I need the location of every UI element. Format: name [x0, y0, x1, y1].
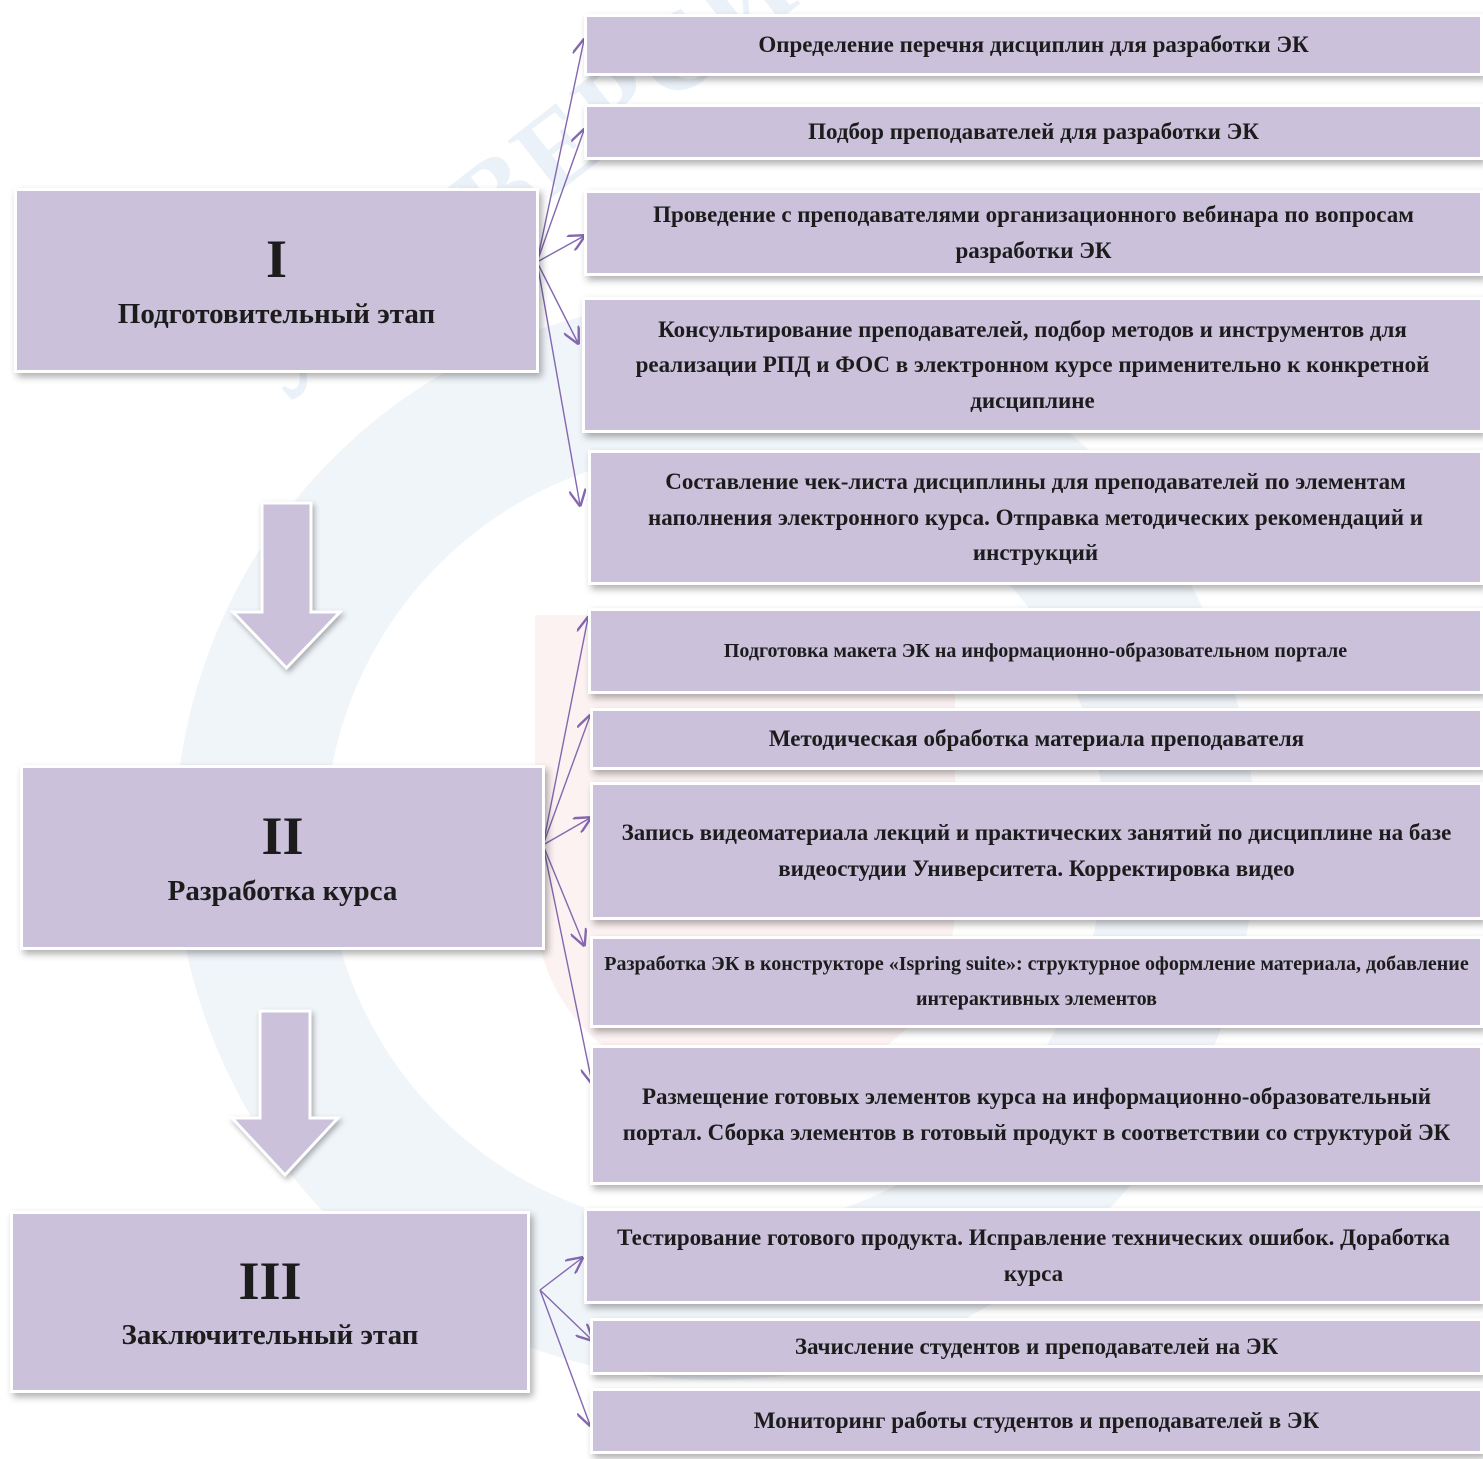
connector-3-1: [539, 1258, 582, 1291]
connector-3-3: [539, 1289, 590, 1425]
connector-2-5: [542, 844, 592, 1083]
stage-1-item-2: Подбор преподавателей для разработки ЭК: [584, 104, 1483, 160]
stage-2-label: Разработка курса: [167, 874, 398, 907]
stage-3-box: III Заключительный этап: [10, 1211, 530, 1393]
stage-2-item-3: Запись видеоматериала лекций и практичес…: [590, 782, 1483, 920]
stage-1-box: I Подготовительный этап: [14, 188, 539, 373]
stage-3-item-1: Тестирование готового продукта. Исправле…: [584, 1208, 1483, 1304]
stage-2-item-2: Методическая обработка материала препода…: [590, 708, 1483, 770]
connector-1-1: [536, 40, 584, 263]
stage-2-item-5: Размещение готовых элементов курса на ин…: [590, 1045, 1483, 1185]
down-arrow-1: [229, 501, 344, 671]
stage-3-number: III: [238, 1250, 302, 1311]
stage-3-item-3: Мониторинг работы студентов и преподават…: [590, 1388, 1483, 1454]
connector-1-3: [536, 236, 584, 263]
stage-1-number: I: [265, 229, 287, 290]
connector-1-2: [536, 130, 584, 263]
stage-1-item-3: Проведение с преподавателями организацио…: [584, 190, 1483, 276]
down-arrow-2: [228, 1009, 342, 1178]
connector-2-3: [542, 818, 590, 846]
connector-2-2: [542, 716, 590, 846]
connector-2-1: [542, 618, 588, 846]
stage-2-item-4: Разработка ЭК в конструкторе «Ispring su…: [590, 936, 1483, 1028]
connector-2-4: [542, 844, 584, 945]
stage-1-item-1: Определение перечня дисциплин для разраб…: [584, 14, 1483, 76]
connector-3-2: [539, 1289, 592, 1340]
stage-1-item-5: Составление чек-листа дисциплины для пре…: [588, 450, 1483, 585]
connector-1-5: [536, 261, 580, 505]
stage-2-number: II: [261, 806, 304, 867]
stage-2-item-1: Подготовка макета ЭК на информационно-об…: [588, 608, 1483, 694]
stage-3-item-2: Зачисление студентов и преподавателей на…: [590, 1318, 1483, 1375]
stage-1-item-4: Консультирование преподавателей, подбор …: [582, 297, 1483, 433]
connector-1-4: [536, 261, 578, 343]
stage-2-box: II Разработка курса: [20, 765, 545, 950]
stage-1-label: Подготовительный этап: [117, 297, 436, 330]
stage-3-label: Заключительный этап: [121, 1319, 419, 1352]
